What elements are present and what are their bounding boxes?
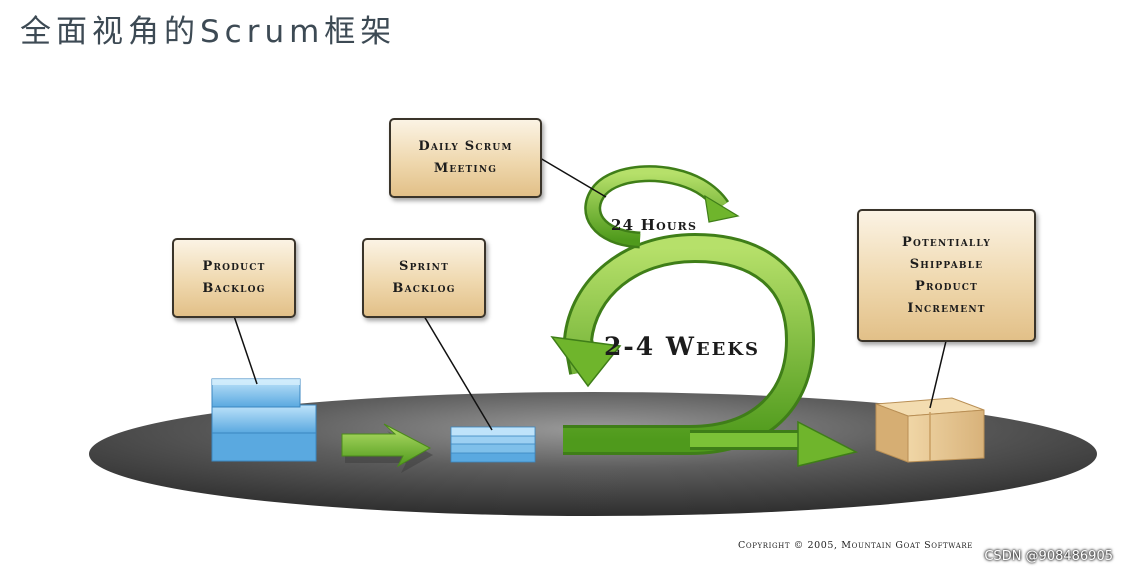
sprint-cycle-arrow (550, 232, 859, 467)
sprint-backlog-label-line1: Sprint (399, 259, 449, 274)
page-title: 全面视角的Scrum框架 (20, 14, 397, 50)
increment-label-line2: Shippable (909, 256, 984, 272)
daily-cycle-label: 24 Hours (611, 216, 698, 234)
sprint-backlog-stack (450, 426, 536, 463)
sprint-cycle-label: 2-4 Weeks (604, 332, 761, 361)
sprint-backlog-label-line2: Backlog (392, 281, 456, 296)
connector-sprint-backlog (423, 315, 493, 431)
increment-label-line1: Potentially (902, 234, 991, 250)
watermark-text: CSDN @908486905 (984, 549, 1113, 564)
selection-arrow (341, 423, 433, 473)
sprint-backlog-box: Sprint Backlog (362, 238, 486, 318)
daily-scrum-label-line1: Daily Scrum (418, 139, 513, 154)
copyright-text: Copyright © 2005, Mountain Goat Software (738, 540, 973, 551)
connector-increment (929, 340, 947, 409)
daily-cycle-arrow (584, 165, 740, 249)
product-backlog-label-line1: Product (202, 259, 266, 274)
product-backlog-box: Product Backlog (172, 238, 296, 318)
product-backlog-stack (211, 378, 317, 462)
daily-scrum-box: Daily Scrum Meeting (389, 118, 542, 198)
increment-label-line4: Increment (907, 300, 986, 316)
product-backlog-label-line2: Backlog (202, 281, 266, 296)
increment-label-line3: Product (914, 278, 978, 294)
connector-daily-scrum (539, 157, 607, 198)
increment-box: Potentially Shippable Product Increment (857, 209, 1036, 342)
daily-scrum-label-line2: Meeting (433, 161, 498, 176)
connector-product-backlog (233, 315, 258, 385)
